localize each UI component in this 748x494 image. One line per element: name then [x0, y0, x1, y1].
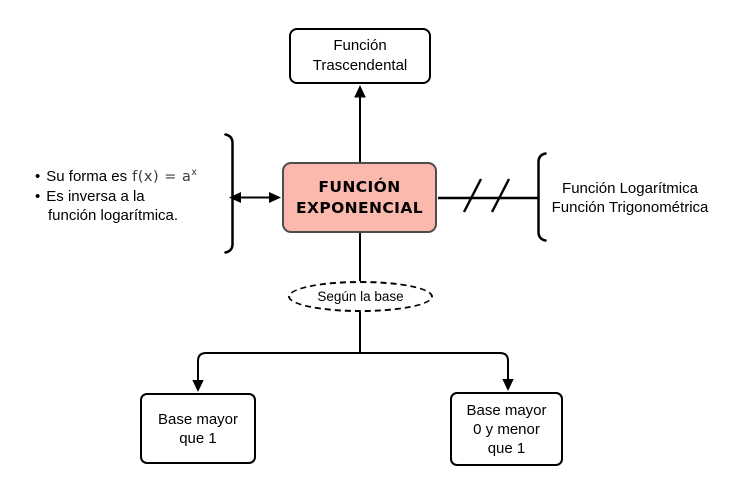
node-segun-la-base: Según la base — [288, 281, 433, 312]
right-bracket — [537, 152, 547, 242]
node-funcion-exponencial: FUNCIÓN EXPONENCIAL — [282, 162, 437, 233]
left-notes-list: Su forma esf(x) = ax Es inversa a la fun… — [35, 163, 211, 225]
formula-exponent: x — [191, 167, 198, 178]
arrow-up-head — [354, 85, 366, 98]
double-arrow-left-head — [229, 192, 241, 203]
double-arrow-right-head — [269, 192, 281, 203]
left-bracket — [224, 133, 234, 254]
note-forma-text: Su forma es — [46, 167, 128, 185]
note-item-forma: Su forma esf(x) = ax — [35, 163, 211, 187]
excluded-functions-label: Función Logarítmica Función Trigonométri… — [551, 180, 709, 216]
excluded-slash-1 — [462, 178, 483, 213]
node-base-mayor-que-1: Base mayor que 1 — [140, 393, 256, 464]
branch-left-arrow-head — [192, 380, 204, 392]
formula-fx: f(x) = ax — [132, 167, 198, 185]
formula-base: f(x) = a — [132, 168, 192, 185]
node-base-mayor-0-menor-1: Base mayor 0 y menor que 1 — [450, 392, 563, 466]
excluded-slash-2 — [490, 178, 511, 213]
node-funcion-trascendental: Función Trascendental — [289, 28, 431, 84]
note-item-inversa: Es inversa a la función logarítmica. — [35, 187, 211, 225]
left-notes: Su forma esf(x) = ax Es inversa a la fun… — [35, 163, 211, 225]
branch-rail — [197, 352, 509, 387]
branch-right-arrow-head — [502, 379, 514, 391]
note-inversa-text: Es inversa a la función logarítmica. — [46, 187, 179, 224]
